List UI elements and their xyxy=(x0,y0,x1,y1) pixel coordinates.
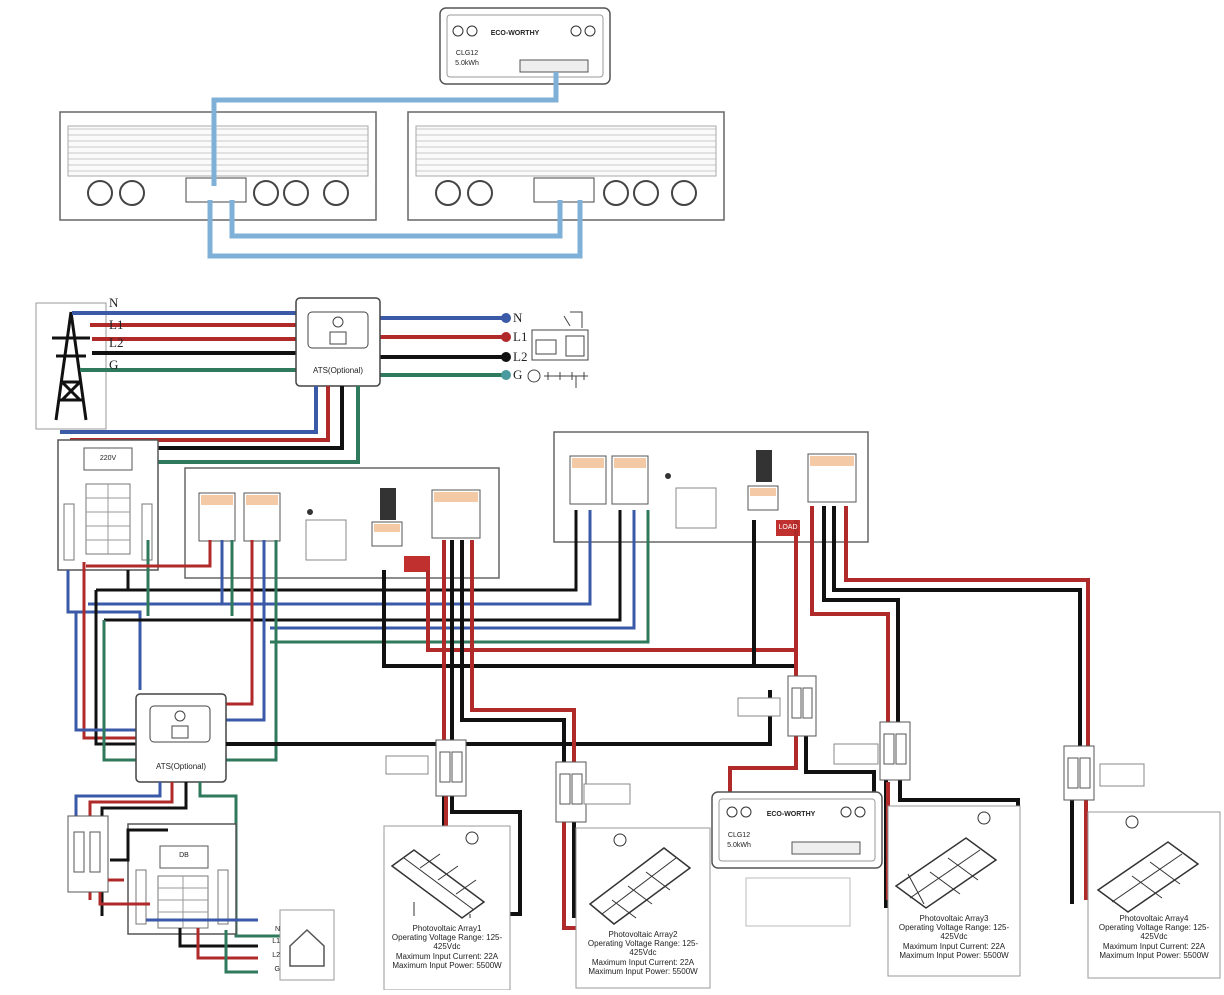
pv-array-4-line-2: Maximum Input Current: 22A xyxy=(1102,941,1206,951)
ac-bus-black xyxy=(226,520,798,746)
pv-array-1-line-2: Maximum Input Current: 22A xyxy=(395,951,499,961)
pv-array-3-line-1: Operating Voltage Range: 125-425Vdc xyxy=(898,923,1010,942)
generator-icon xyxy=(527,311,589,388)
pv-array-2-title: Photovoltaic Array2 xyxy=(608,930,678,939)
top-battery-brand: ECO-WORTHY xyxy=(490,30,540,37)
ats-upper-label: ATS(Optional) xyxy=(312,366,364,375)
top-battery-unit xyxy=(439,7,611,85)
inverter-b-badge: LOAD xyxy=(778,524,798,531)
comm-cables xyxy=(207,72,583,259)
house-label-n: N xyxy=(274,926,280,933)
pv-array-3-frame xyxy=(887,805,1021,977)
ac-wiring xyxy=(66,510,650,762)
panel-lower-breaker-label: DB xyxy=(179,852,189,859)
distribution-panel-upper xyxy=(57,439,159,571)
panel-upper-breaker-label: 220V xyxy=(99,455,117,462)
top-inverter-left xyxy=(59,111,377,221)
load-label-n: N xyxy=(513,310,523,325)
inverter-b xyxy=(553,431,869,543)
bottom-battery-brand: ECO-WORTHY xyxy=(766,811,816,818)
grid-label-g: G xyxy=(109,357,119,372)
house-label-g: G xyxy=(274,966,280,973)
top-battery-left-sub: 5.0kWh xyxy=(455,60,479,67)
top-inverter-right xyxy=(407,111,725,221)
pv-array-3-line-3: Maximum Input Power: 5500W xyxy=(899,950,1009,960)
pv-array-1-line-3: Maximum Input Power: 5500W xyxy=(392,960,502,970)
load-label-l1: L1 xyxy=(513,329,528,344)
grid-input-lines xyxy=(72,311,506,377)
pv-array-2-caption: Photovoltaic Array2 Operating Voltage Ra… xyxy=(578,930,708,976)
pv-array-3-caption: Photovoltaic Array3 Operating Voltage Ra… xyxy=(890,914,1018,960)
inverter-a xyxy=(184,467,500,579)
breaker-tags xyxy=(385,697,1145,805)
bottom-battery-unit xyxy=(711,791,883,869)
grid-tower-icon xyxy=(35,302,107,430)
pv-array-2-line-1: Operating Voltage Range: 125-425Vdc xyxy=(587,939,699,958)
house-load-icon xyxy=(279,909,335,981)
pv-array-2-line-3: Maximum Input Power: 5500W xyxy=(588,966,698,976)
bottom-battery-left-label: CLG12 xyxy=(727,832,751,839)
house-label-l1: L1 xyxy=(272,938,280,945)
pv-array-3-title: Photovoltaic Array3 xyxy=(919,914,989,923)
ats-upper xyxy=(295,297,381,387)
pv-array-4-title: Photovoltaic Array4 xyxy=(1119,914,1189,923)
pv-array-2-frame xyxy=(575,827,711,989)
pv-array-2-line-2: Maximum Input Current: 22A xyxy=(591,957,695,967)
grid-label-l1: L1 xyxy=(109,317,124,332)
pv-array-4-frame xyxy=(1087,811,1221,979)
pv-array-1-title: Photovoltaic Array1 xyxy=(412,924,482,933)
top-battery-left-label: CLG12 xyxy=(455,50,479,57)
grid-label-n: N xyxy=(109,295,119,310)
panel-lower-wires xyxy=(98,828,258,974)
battery-note-box xyxy=(745,877,851,927)
house-label-l2: L2 xyxy=(272,952,280,959)
ats-lower xyxy=(135,693,227,783)
pv-array-4-caption: Photovoltaic Array4 Operating Voltage Ra… xyxy=(1090,914,1218,960)
pv-array-3-line-2: Maximum Input Current: 22A xyxy=(902,941,1006,951)
ats-lower-label: ATS(Optional) xyxy=(155,762,207,771)
bottom-battery-left-sub: 5.0kWh xyxy=(727,842,751,849)
pv-array-4-line-3: Maximum Input Power: 5500W xyxy=(1099,950,1209,960)
output-terminals xyxy=(501,313,511,380)
load-label-g: G xyxy=(513,367,523,382)
distribution-panel-lower xyxy=(127,823,237,935)
pv-breakers xyxy=(435,675,1095,823)
load-label-l2: L2 xyxy=(513,349,528,364)
pv-array-1-frame xyxy=(383,825,511,991)
breaker-lower xyxy=(67,815,109,893)
pv-array-4-line-1: Operating Voltage Range: 125-425Vdc xyxy=(1098,923,1210,942)
pv-array-1-caption: Photovoltaic Array1 Operating Voltage Ra… xyxy=(386,924,508,970)
grid-label-l2: L2 xyxy=(109,335,124,350)
pv-array-1-line-1: Operating Voltage Range: 125-425Vdc xyxy=(391,933,503,952)
